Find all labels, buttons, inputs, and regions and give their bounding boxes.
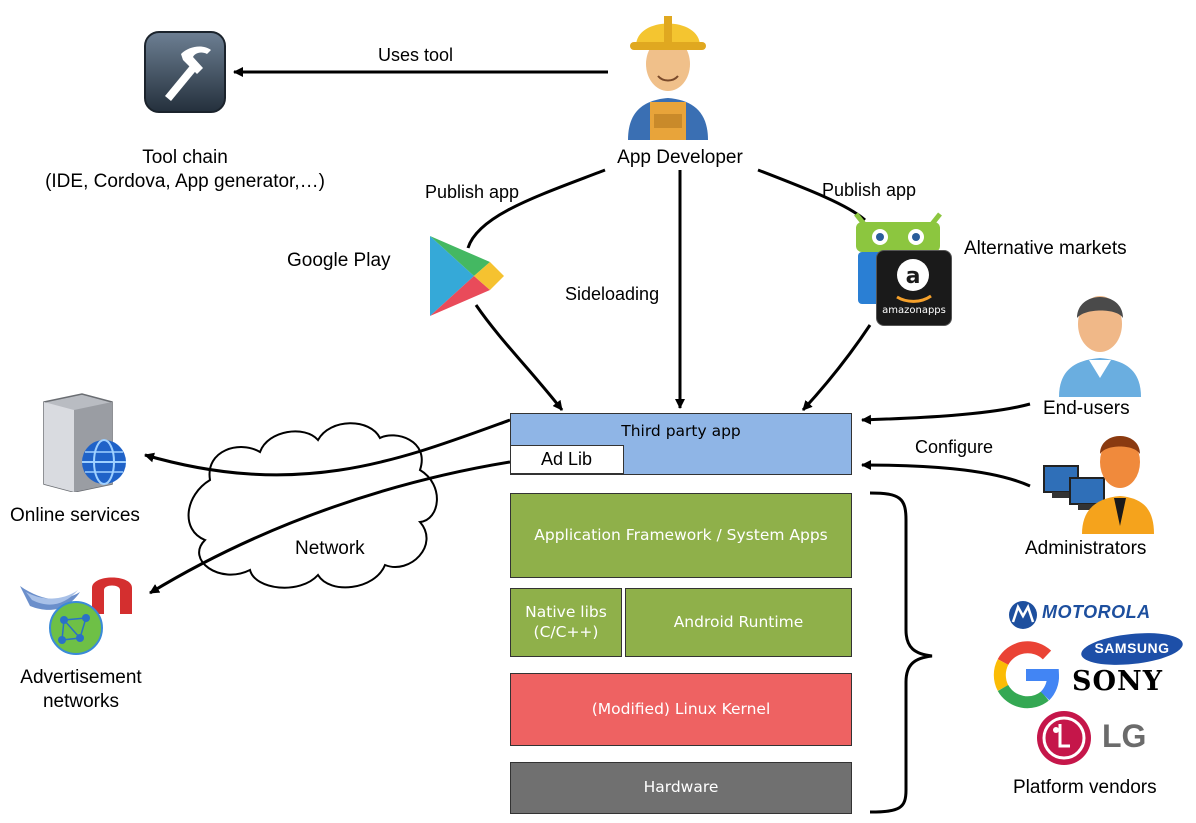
sideloading-label: Sideloading — [565, 284, 660, 304]
arrow-ad-networks — [149, 460, 511, 595]
end-user-icon — [1055, 282, 1145, 397]
uses-tool-label: Uses tool — [378, 45, 454, 65]
google-g-logo — [990, 640, 1060, 710]
developer-label: App Developer — [617, 147, 743, 168]
third-party-app-label: Third party app — [621, 422, 741, 440]
amazon-appstore-text: amazonapps — [882, 305, 946, 316]
google-play-icon — [428, 234, 506, 318]
publish-left-label: Publish app — [425, 182, 520, 202]
ad-network-icon — [20, 570, 140, 660]
hammer-icon — [143, 30, 227, 114]
administrators-label: Administrators — [1025, 538, 1147, 559]
arrow-end-users — [861, 402, 1031, 425]
arrow-publish-google-play — [466, 168, 606, 249]
arrow-online-services — [144, 418, 511, 477]
samsung-logo: SAMSUNG — [1080, 632, 1184, 666]
android-runtime-layer: Android Runtime — [625, 588, 852, 657]
ad-networks-label: Advertisement networks — [20, 667, 142, 712]
network-cloud — [187, 422, 438, 589]
network-label: Network — [295, 538, 365, 559]
administrator-icon — [1040, 426, 1155, 534]
svg-text:a: a — [906, 264, 921, 289]
motorola-logo: MOTOROLA — [1008, 600, 1188, 630]
alt-markets-label: Alternative markets — [964, 238, 1127, 259]
arrow-google-play-to-app — [474, 304, 564, 411]
publish-right-label: Publish app — [822, 180, 917, 200]
linux-kernel-layer: (Modified) Linux Kernel — [510, 673, 852, 746]
online-services-label: Online services — [10, 505, 140, 526]
google-play-label: Google Play — [287, 250, 391, 271]
toolchain-label: Tool chain (IDE, Cordova, App generator,… — [45, 147, 325, 192]
vendor-brace — [869, 491, 933, 814]
arrow-alt-markets-to-app — [801, 324, 872, 412]
third-party-app-box: Third party app Ad Lib — [509, 413, 852, 475]
hardware-layer: Hardware — [510, 762, 852, 814]
lg-logo: LG — [1036, 710, 1166, 766]
configure-label: Configure — [915, 437, 994, 457]
end-users-label: End-users — [1043, 398, 1130, 419]
framework-layer: Application Framework / System Apps — [510, 493, 852, 578]
sony-logo: SONY — [1072, 666, 1163, 697]
native-libs-layer: Native libs (C/C++) — [510, 588, 622, 657]
platform-vendors-label: Platform vendors — [1013, 777, 1157, 798]
ad-lib-box: Ad Lib — [509, 445, 624, 474]
server-icon — [38, 392, 138, 493]
arrow-configure — [861, 460, 1031, 488]
amazon-appstore-icon: a amazonapps — [876, 250, 952, 326]
developer-icon — [618, 2, 718, 140]
